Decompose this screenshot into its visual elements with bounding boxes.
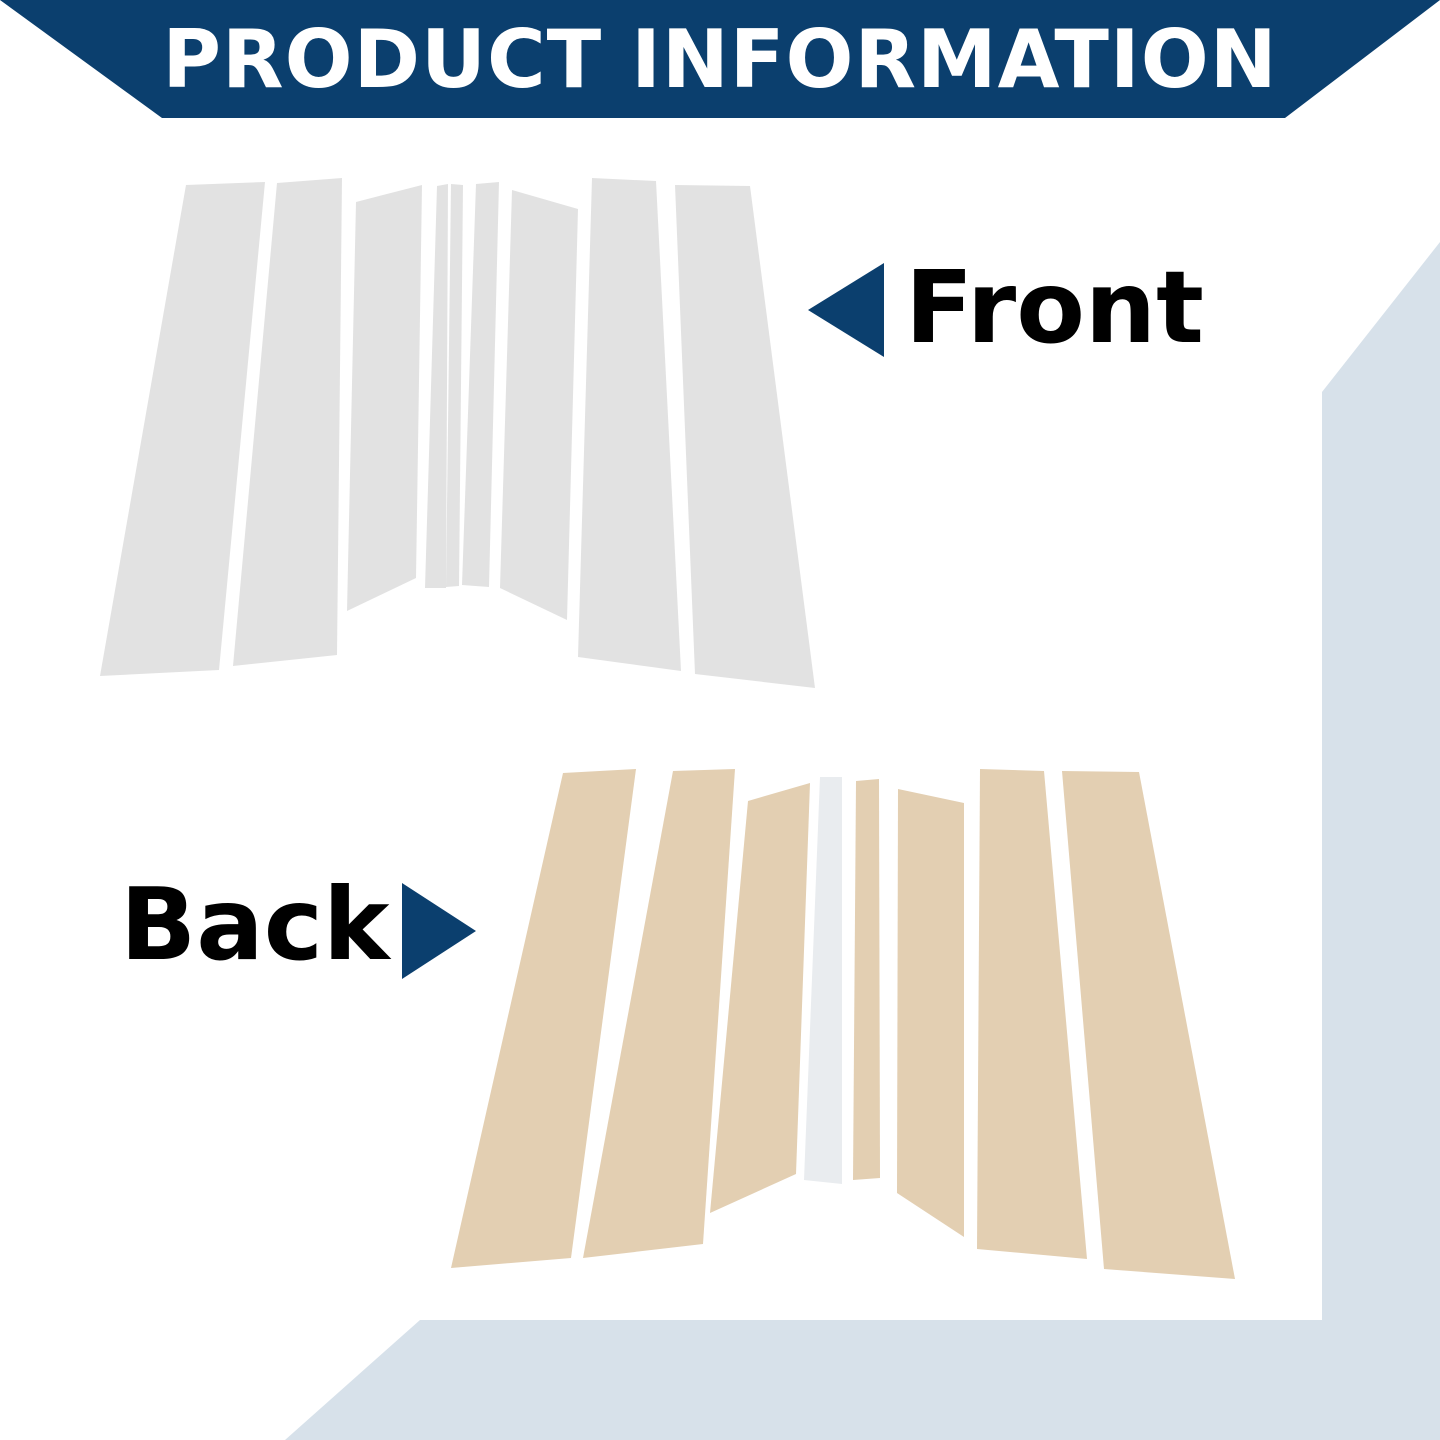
back-panel <box>451 769 636 1268</box>
front-panel <box>446 184 463 587</box>
back-panel <box>897 789 964 1237</box>
back-panel <box>710 783 810 1213</box>
front-panel <box>462 182 499 587</box>
triangle-right-icon <box>402 883 476 979</box>
back-panel-white-strip <box>804 777 842 1184</box>
front-label: Front <box>905 249 1204 366</box>
front-panel <box>578 178 681 671</box>
triangle-left-icon <box>808 263 884 357</box>
front-panel <box>425 184 448 588</box>
back-panel <box>1062 771 1235 1279</box>
page-title: PRODUCT INFORMATION <box>162 12 1278 106</box>
back-panel <box>977 769 1087 1259</box>
front-panel <box>500 190 578 620</box>
right-frame-band <box>1322 242 1440 1440</box>
back-label: Back <box>120 866 390 983</box>
front-panel <box>347 185 422 611</box>
back-panel <box>853 779 880 1180</box>
header-banner <box>0 0 1440 118</box>
bottom-frame-band <box>285 1320 1440 1440</box>
front-panel <box>100 182 265 676</box>
front-panel <box>233 178 342 666</box>
back-panel <box>583 769 735 1258</box>
front-panel <box>675 185 815 688</box>
